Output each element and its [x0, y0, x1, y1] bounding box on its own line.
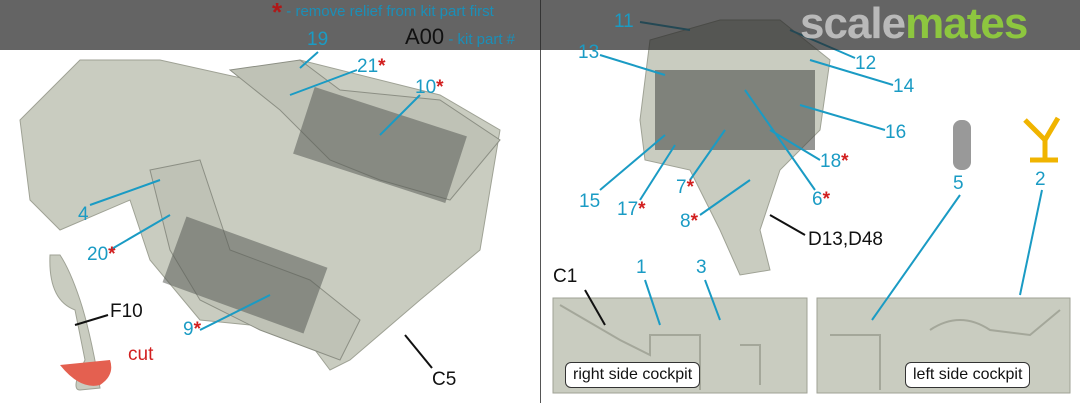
part-2-icon: [1023, 116, 1061, 163]
legend-relief: * - remove relief from kit part first: [272, 0, 494, 27]
callout-16: 16: [885, 122, 907, 143]
part-label-f10: F10: [110, 301, 143, 322]
part-5-icon: [953, 120, 971, 170]
scalemates-watermark: scalemates: [800, 0, 1028, 48]
callout-5: 5: [953, 173, 964, 194]
callout-6: 6*: [812, 189, 830, 210]
callout-11: 11: [614, 11, 634, 32]
callout-4: 4: [78, 204, 89, 225]
callout-13: 13: [578, 42, 600, 63]
leader-lines-black: [74, 214, 806, 369]
callout-18: 18*: [820, 151, 849, 172]
callout-15: 15: [579, 191, 601, 212]
callout-17: 17*: [617, 199, 646, 220]
part-f10: [49, 254, 101, 391]
callout-8: 8*: [680, 211, 698, 232]
callout-20: 20*: [87, 244, 116, 265]
callout-7: 7*: [676, 177, 694, 198]
callout-12: 12: [855, 53, 877, 74]
callout-1: 1: [636, 257, 647, 278]
callout-3: 3: [696, 257, 707, 278]
callout-14: 14: [893, 76, 915, 97]
part-label-c1: C1: [553, 266, 578, 287]
part-label-c5: C5: [432, 369, 457, 390]
callout-9: 9*: [183, 319, 201, 340]
callout-19: 19: [307, 29, 329, 50]
cut-area: [60, 360, 112, 386]
legend-kit-part: A00 - kit part #: [405, 24, 516, 49]
part-label-d13-d48: D13,D48: [808, 229, 883, 250]
cut-label: cut: [128, 344, 154, 365]
panel-divider: [540, 0, 541, 403]
callout-10: 10*: [415, 77, 444, 98]
caption-right-side-cockpit: right side cockpit: [565, 362, 701, 388]
caption-left-side-cockpit: left side cockpit: [905, 362, 1031, 388]
callout-21: 21*: [357, 56, 386, 77]
callout-2: 2: [1035, 169, 1046, 190]
header-overlay: [0, 0, 1080, 50]
